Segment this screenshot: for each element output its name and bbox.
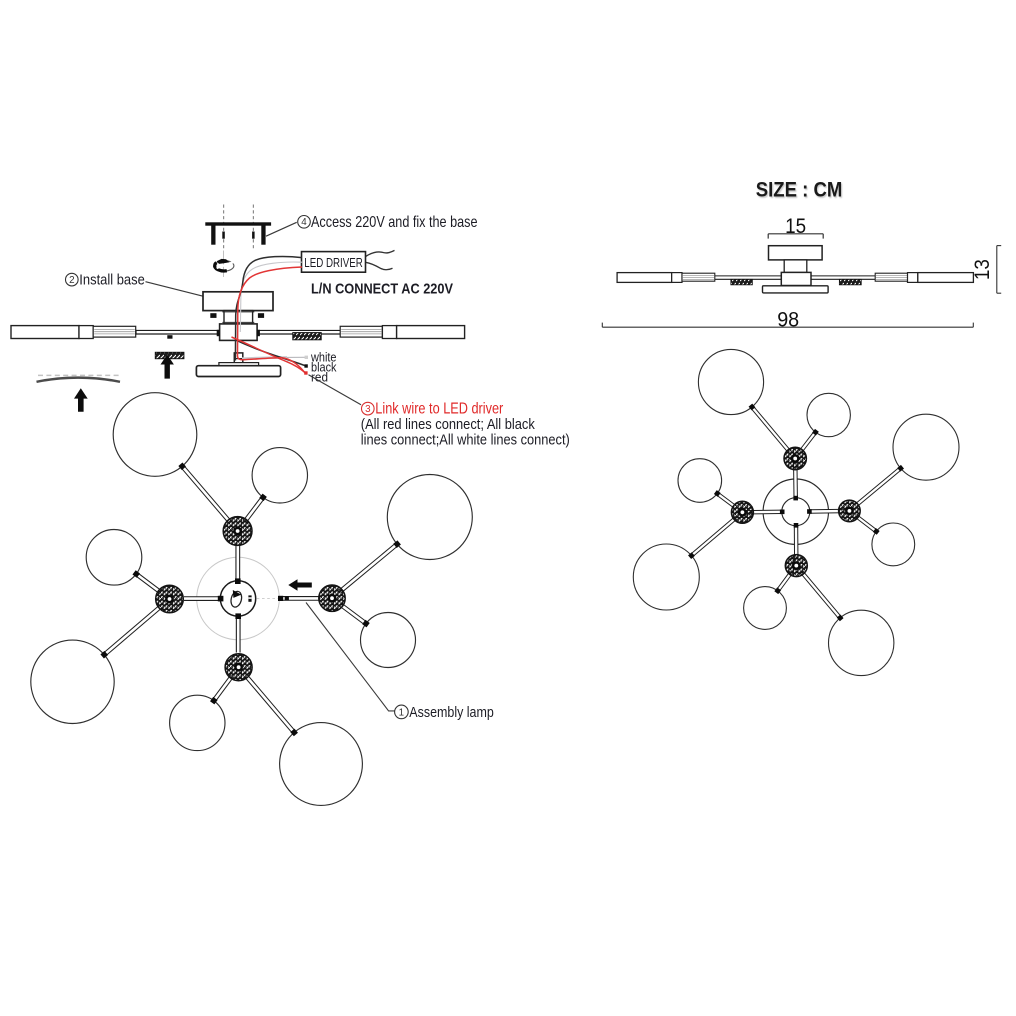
svg-text:15: 15: [785, 214, 806, 238]
svg-text:Link wire to LED driver: Link wire to LED driver: [375, 401, 503, 418]
svg-text:SIZE : CM: SIZE : CM: [756, 177, 843, 201]
svg-text:Install base: Install base: [79, 273, 145, 289]
svg-text:2: 2: [69, 275, 74, 286]
svg-text:(All red lines connect; All bl: (All red lines connect; All black: [361, 416, 535, 433]
svg-text:1: 1: [399, 707, 404, 718]
svg-text:98: 98: [777, 308, 799, 332]
svg-text:black: black: [311, 361, 337, 375]
svg-text:13: 13: [970, 259, 994, 280]
svg-text:lines connect;All white lines: lines connect;All white lines connect): [361, 431, 570, 448]
svg-text:Assembly lamp: Assembly lamp: [409, 704, 494, 721]
svg-text:white: white: [310, 351, 336, 365]
svg-text:Access 220V and fix the base: Access 220V and fix the base: [311, 214, 478, 231]
svg-text:3: 3: [365, 404, 371, 415]
svg-text:L/N CONNECT AC 220V: L/N CONNECT AC 220V: [311, 282, 453, 298]
svg-text:LED DRIVER: LED DRIVER: [304, 256, 363, 270]
svg-text:4: 4: [301, 217, 307, 228]
svg-text:red: red: [311, 371, 328, 385]
